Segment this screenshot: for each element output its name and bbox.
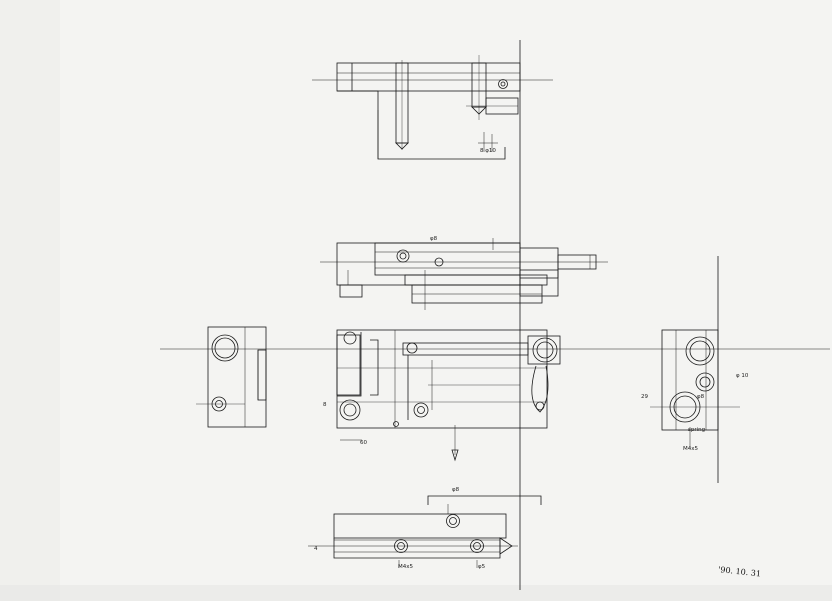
bottom-view bbox=[308, 495, 542, 568]
left-side-view bbox=[196, 326, 267, 428]
front-view bbox=[320, 238, 608, 310]
right-view-spring: spring bbox=[688, 427, 705, 433]
front-view-callout: φ8 bbox=[430, 236, 438, 242]
right-view-note: φ 10 bbox=[736, 373, 749, 379]
top-view-annotation: 8 φ10 bbox=[480, 148, 496, 154]
plan-view-dimension: 60 bbox=[360, 440, 367, 446]
bottom-view-dimension-2: φ5 bbox=[478, 564, 486, 570]
bottom-view-dimension-1: M4x5 bbox=[398, 564, 413, 570]
plan-view-mark: 8 bbox=[323, 402, 327, 408]
right-view-dimension: M4x5 bbox=[683, 446, 698, 452]
right-side-view bbox=[650, 329, 740, 448]
right-view-hole: φ8 bbox=[697, 394, 705, 400]
top-view bbox=[312, 55, 553, 160]
scan-shading-left bbox=[0, 0, 60, 601]
scan-shading-bottom bbox=[0, 585, 832, 601]
drawing-date: '90. 10. 31 bbox=[718, 565, 762, 578]
plan-view bbox=[336, 329, 561, 462]
bottom-view-mark: 4 bbox=[314, 546, 318, 552]
bottom-view-callout: φ8 bbox=[452, 487, 460, 493]
right-view-mark: 29 bbox=[641, 394, 648, 400]
